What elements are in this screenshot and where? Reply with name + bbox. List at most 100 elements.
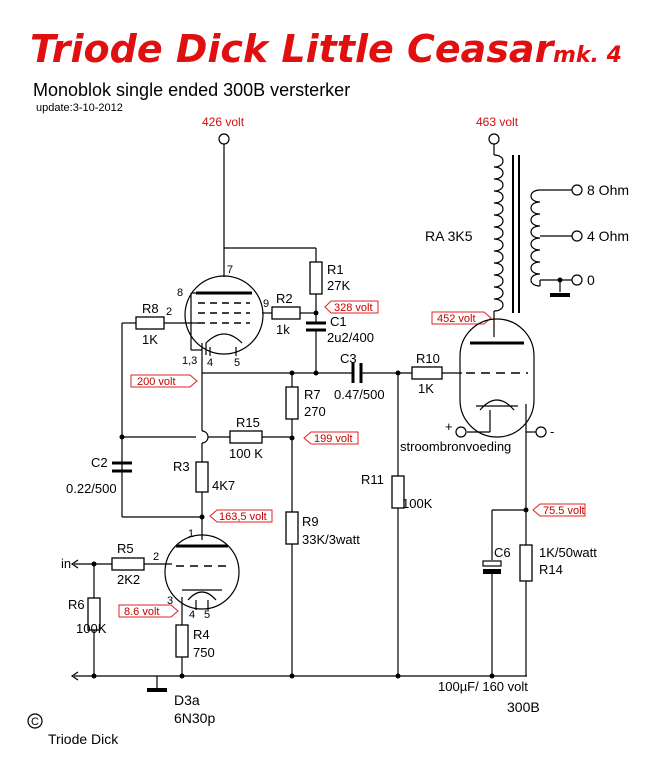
r9-value: 33K/3watt bbox=[302, 532, 360, 547]
filament-minus: - bbox=[550, 424, 554, 439]
c2-value: 0.22/500 bbox=[66, 481, 117, 496]
supply-left-terminal bbox=[218, 133, 230, 145]
voltage-flag-200 bbox=[130, 374, 198, 388]
r5-value: 2K2 bbox=[117, 572, 140, 587]
r8-name: R8 bbox=[142, 301, 159, 316]
speaker-4ohm-terminal bbox=[571, 230, 583, 242]
voltage-flag-163 bbox=[209, 509, 273, 523]
junction bbox=[179, 673, 185, 679]
transformer-label: RA 3K5 bbox=[425, 228, 473, 244]
triode-pin-4: 4 bbox=[189, 609, 195, 621]
pentode-pin-7: 7 bbox=[227, 264, 233, 276]
pentode-pin-9: 9 bbox=[263, 298, 269, 310]
c6-name: C6 bbox=[494, 545, 511, 560]
wire-crossover bbox=[201, 430, 209, 444]
r14-value: 1K/50watt bbox=[539, 545, 597, 560]
r6-name: R6 bbox=[68, 597, 85, 612]
r6-value: 100K bbox=[76, 621, 107, 636]
junction bbox=[313, 370, 319, 376]
r5-name: R5 bbox=[117, 541, 134, 556]
r10-value: 1K bbox=[418, 381, 434, 396]
triode-pin-2: 2 bbox=[153, 551, 159, 563]
r11-value: 100K bbox=[402, 496, 433, 511]
junction bbox=[313, 310, 319, 316]
ground-terminal-icon bbox=[70, 671, 79, 681]
r2-name: R2 bbox=[276, 291, 293, 306]
voltage-flag-328 bbox=[324, 300, 379, 314]
voltage-flag-452 bbox=[431, 311, 492, 325]
filament-plus-terminal bbox=[455, 426, 467, 438]
pentode-tube bbox=[184, 275, 264, 356]
triode-pin-3: 3 bbox=[167, 595, 173, 607]
r4-value: 750 bbox=[193, 645, 215, 660]
triode-pin-1: 1 bbox=[188, 528, 194, 540]
voltage-75-5: 75.5 volt bbox=[543, 505, 585, 517]
voltage-flag-8-6 bbox=[118, 604, 179, 618]
supply-left-voltage: 426 volt bbox=[202, 115, 245, 129]
filament-minus-terminal bbox=[535, 426, 547, 438]
r5-resistor bbox=[111, 557, 145, 571]
voltage-452: 452 volt bbox=[437, 313, 476, 325]
r10-name: R10 bbox=[416, 351, 440, 366]
junction bbox=[91, 673, 97, 679]
r3-name: R3 bbox=[173, 459, 190, 474]
r1-value: 27K bbox=[327, 278, 350, 293]
r14-resistor bbox=[519, 544, 533, 582]
author: Triode Dick bbox=[48, 731, 119, 747]
r9-resistor bbox=[285, 511, 299, 545]
c6-plate-positive bbox=[482, 560, 502, 567]
input-label: in bbox=[61, 556, 71, 571]
c3-name: C3 bbox=[340, 351, 357, 366]
c1-name: C1 bbox=[330, 314, 347, 329]
pentode-pin-2: 2 bbox=[166, 306, 172, 318]
r7-name: R7 bbox=[304, 387, 321, 402]
transformer-secondary-icon bbox=[530, 189, 541, 287]
c1-value: 2u2/400 bbox=[327, 330, 374, 345]
triode-pin-5: 5 bbox=[204, 609, 210, 621]
r15-name: R15 bbox=[236, 415, 260, 430]
r9-name: R9 bbox=[302, 514, 319, 529]
r2-resistor bbox=[271, 306, 301, 320]
r1-resistor bbox=[309, 261, 323, 295]
r3-resistor bbox=[195, 461, 209, 493]
r8-value: 1K bbox=[142, 332, 158, 347]
stroombronvoeding-label: stroombronvoeding bbox=[400, 439, 511, 454]
speaker-8ohm-terminal bbox=[571, 184, 583, 196]
tap-8-ohm: 8 Ohm bbox=[587, 182, 629, 198]
speaker-0-terminal bbox=[571, 274, 583, 286]
supply-right-terminal bbox=[488, 133, 500, 145]
r4-name: R4 bbox=[193, 627, 210, 642]
r3-value: 4K7 bbox=[212, 478, 235, 493]
subtitle: Monoblok single ended 300B versterker bbox=[33, 80, 350, 100]
filament-plus: + bbox=[445, 419, 453, 434]
c2-name: C2 bbox=[91, 455, 108, 470]
voltage-flag-199 bbox=[303, 431, 359, 445]
r15-resistor bbox=[229, 430, 263, 444]
tube-300b-label: 300B bbox=[507, 699, 540, 715]
supply-right-voltage: 463 volt bbox=[476, 115, 519, 129]
c6-value: 100µF/ 160 volt bbox=[438, 679, 528, 694]
junction bbox=[289, 435, 295, 441]
update-date: update:3-10-2012 bbox=[36, 102, 123, 114]
r4-resistor bbox=[175, 624, 189, 658]
copyright-symbol: C bbox=[31, 716, 39, 728]
tube-300b bbox=[459, 318, 535, 438]
tube-6n30p-label: 6N30p bbox=[174, 710, 215, 726]
title: Triode Dick Little Ceasar bbox=[30, 27, 556, 71]
tap-4-ohm: 4 Ohm bbox=[587, 228, 629, 244]
input-terminal-icon bbox=[70, 559, 79, 569]
voltage-328: 328 volt bbox=[334, 302, 373, 314]
r14-name: R14 bbox=[539, 562, 563, 577]
title-suffix: mk. 4 bbox=[553, 43, 622, 68]
r7-resistor bbox=[285, 386, 299, 420]
r1-name: R1 bbox=[327, 262, 344, 277]
voltage-flag-75-5 bbox=[532, 503, 586, 517]
voltage-200: 200 volt bbox=[137, 376, 176, 388]
c3-value: 0.47/500 bbox=[334, 387, 385, 402]
r10-resistor bbox=[411, 366, 443, 380]
copyright-icon bbox=[27, 713, 43, 729]
r11-name: R11 bbox=[361, 472, 384, 487]
voltage-199: 199 volt bbox=[314, 433, 353, 445]
